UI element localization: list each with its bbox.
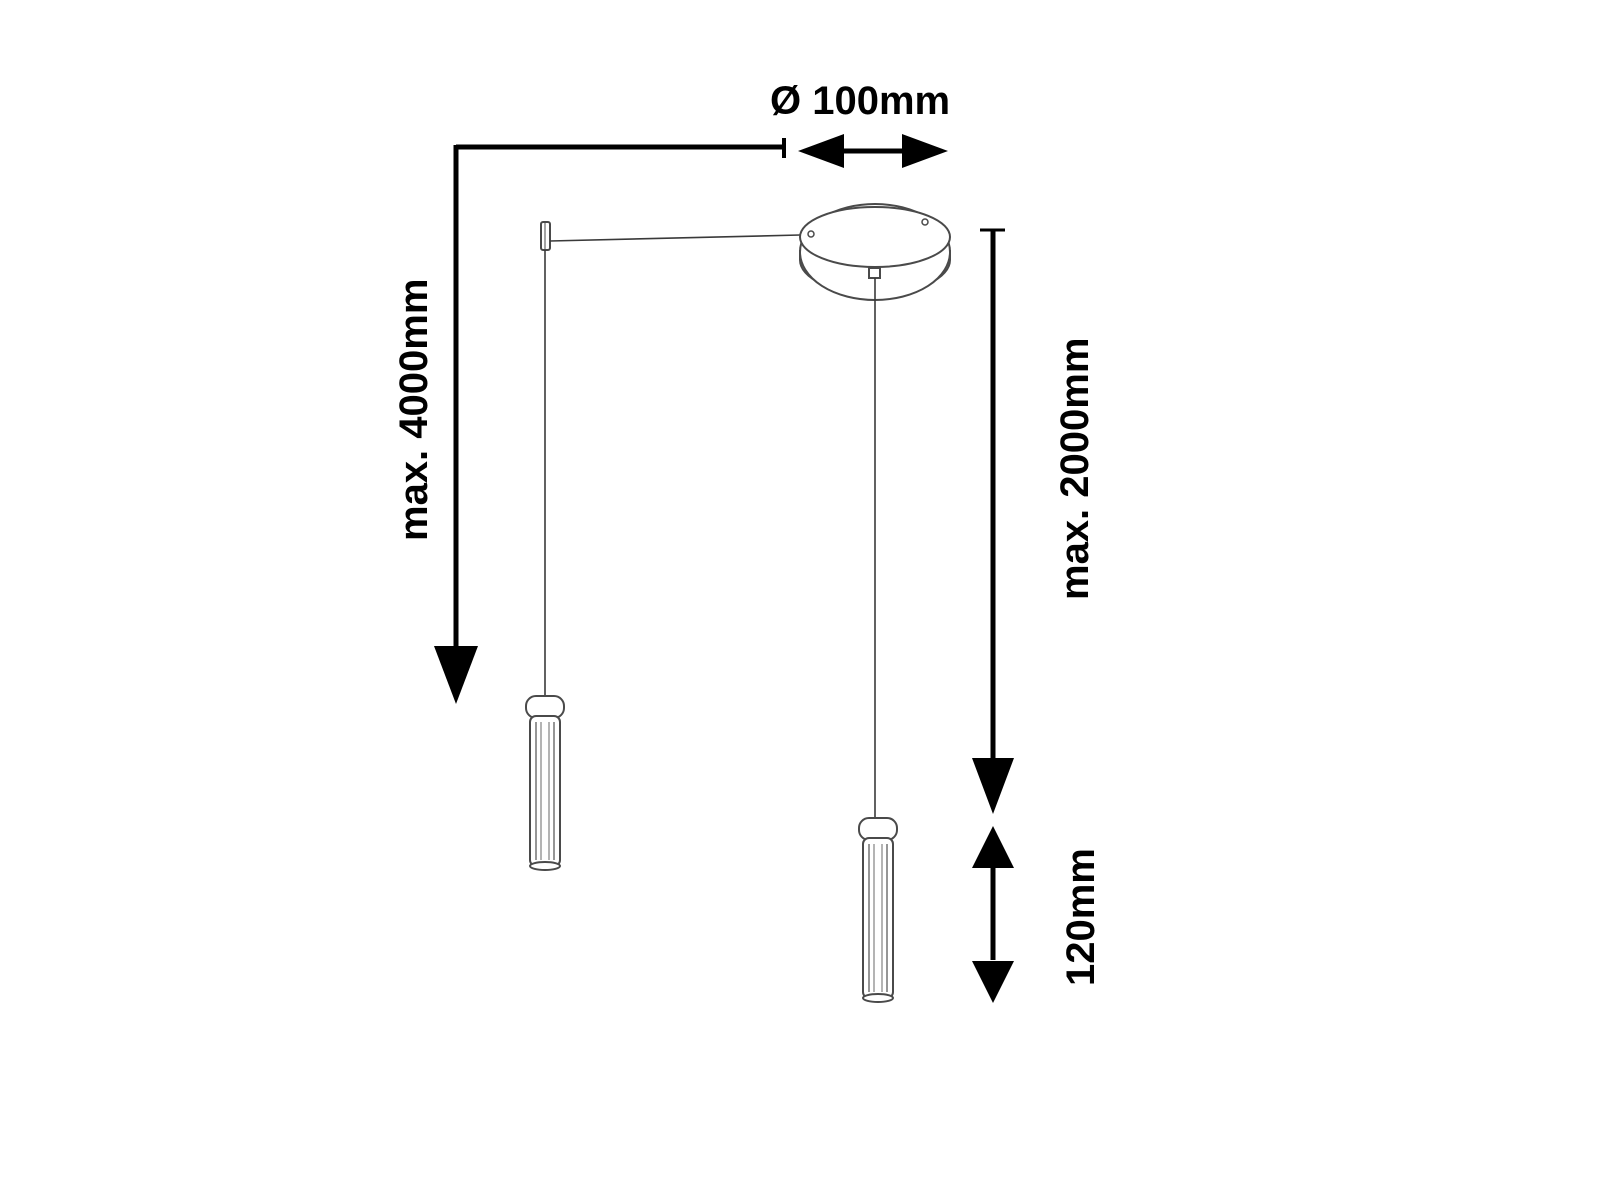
right-pendant-shade <box>858 817 898 1003</box>
max-cable-dimension: max. 2000mm <box>972 228 1097 814</box>
diameter-label: Ø 100mm <box>770 79 950 123</box>
shade-height-arrow-up <box>972 826 1014 868</box>
shade-height-dimension: 120mm <box>972 826 1103 1003</box>
max-cable-label: max. 2000mm <box>1053 338 1097 600</box>
max-total-arrow-down <box>434 646 478 704</box>
shade-height-label: 120mm <box>1059 848 1103 986</box>
horizontal-cable <box>549 234 801 242</box>
left-hook-bracket <box>540 221 551 251</box>
lamp-illustration <box>525 203 951 1003</box>
max-total-dimension: max. 4000mm <box>392 145 478 704</box>
diameter-arrow-right <box>902 134 948 168</box>
shade-height-arrow-down <box>972 961 1014 1003</box>
left-pendant-shade <box>525 695 565 871</box>
diameter-dimension: Ø 100mm <box>456 79 950 168</box>
diameter-arrow-left <box>798 134 844 168</box>
max-total-label: max. 4000mm <box>392 279 436 541</box>
max-cable-arrow-down <box>972 758 1014 814</box>
